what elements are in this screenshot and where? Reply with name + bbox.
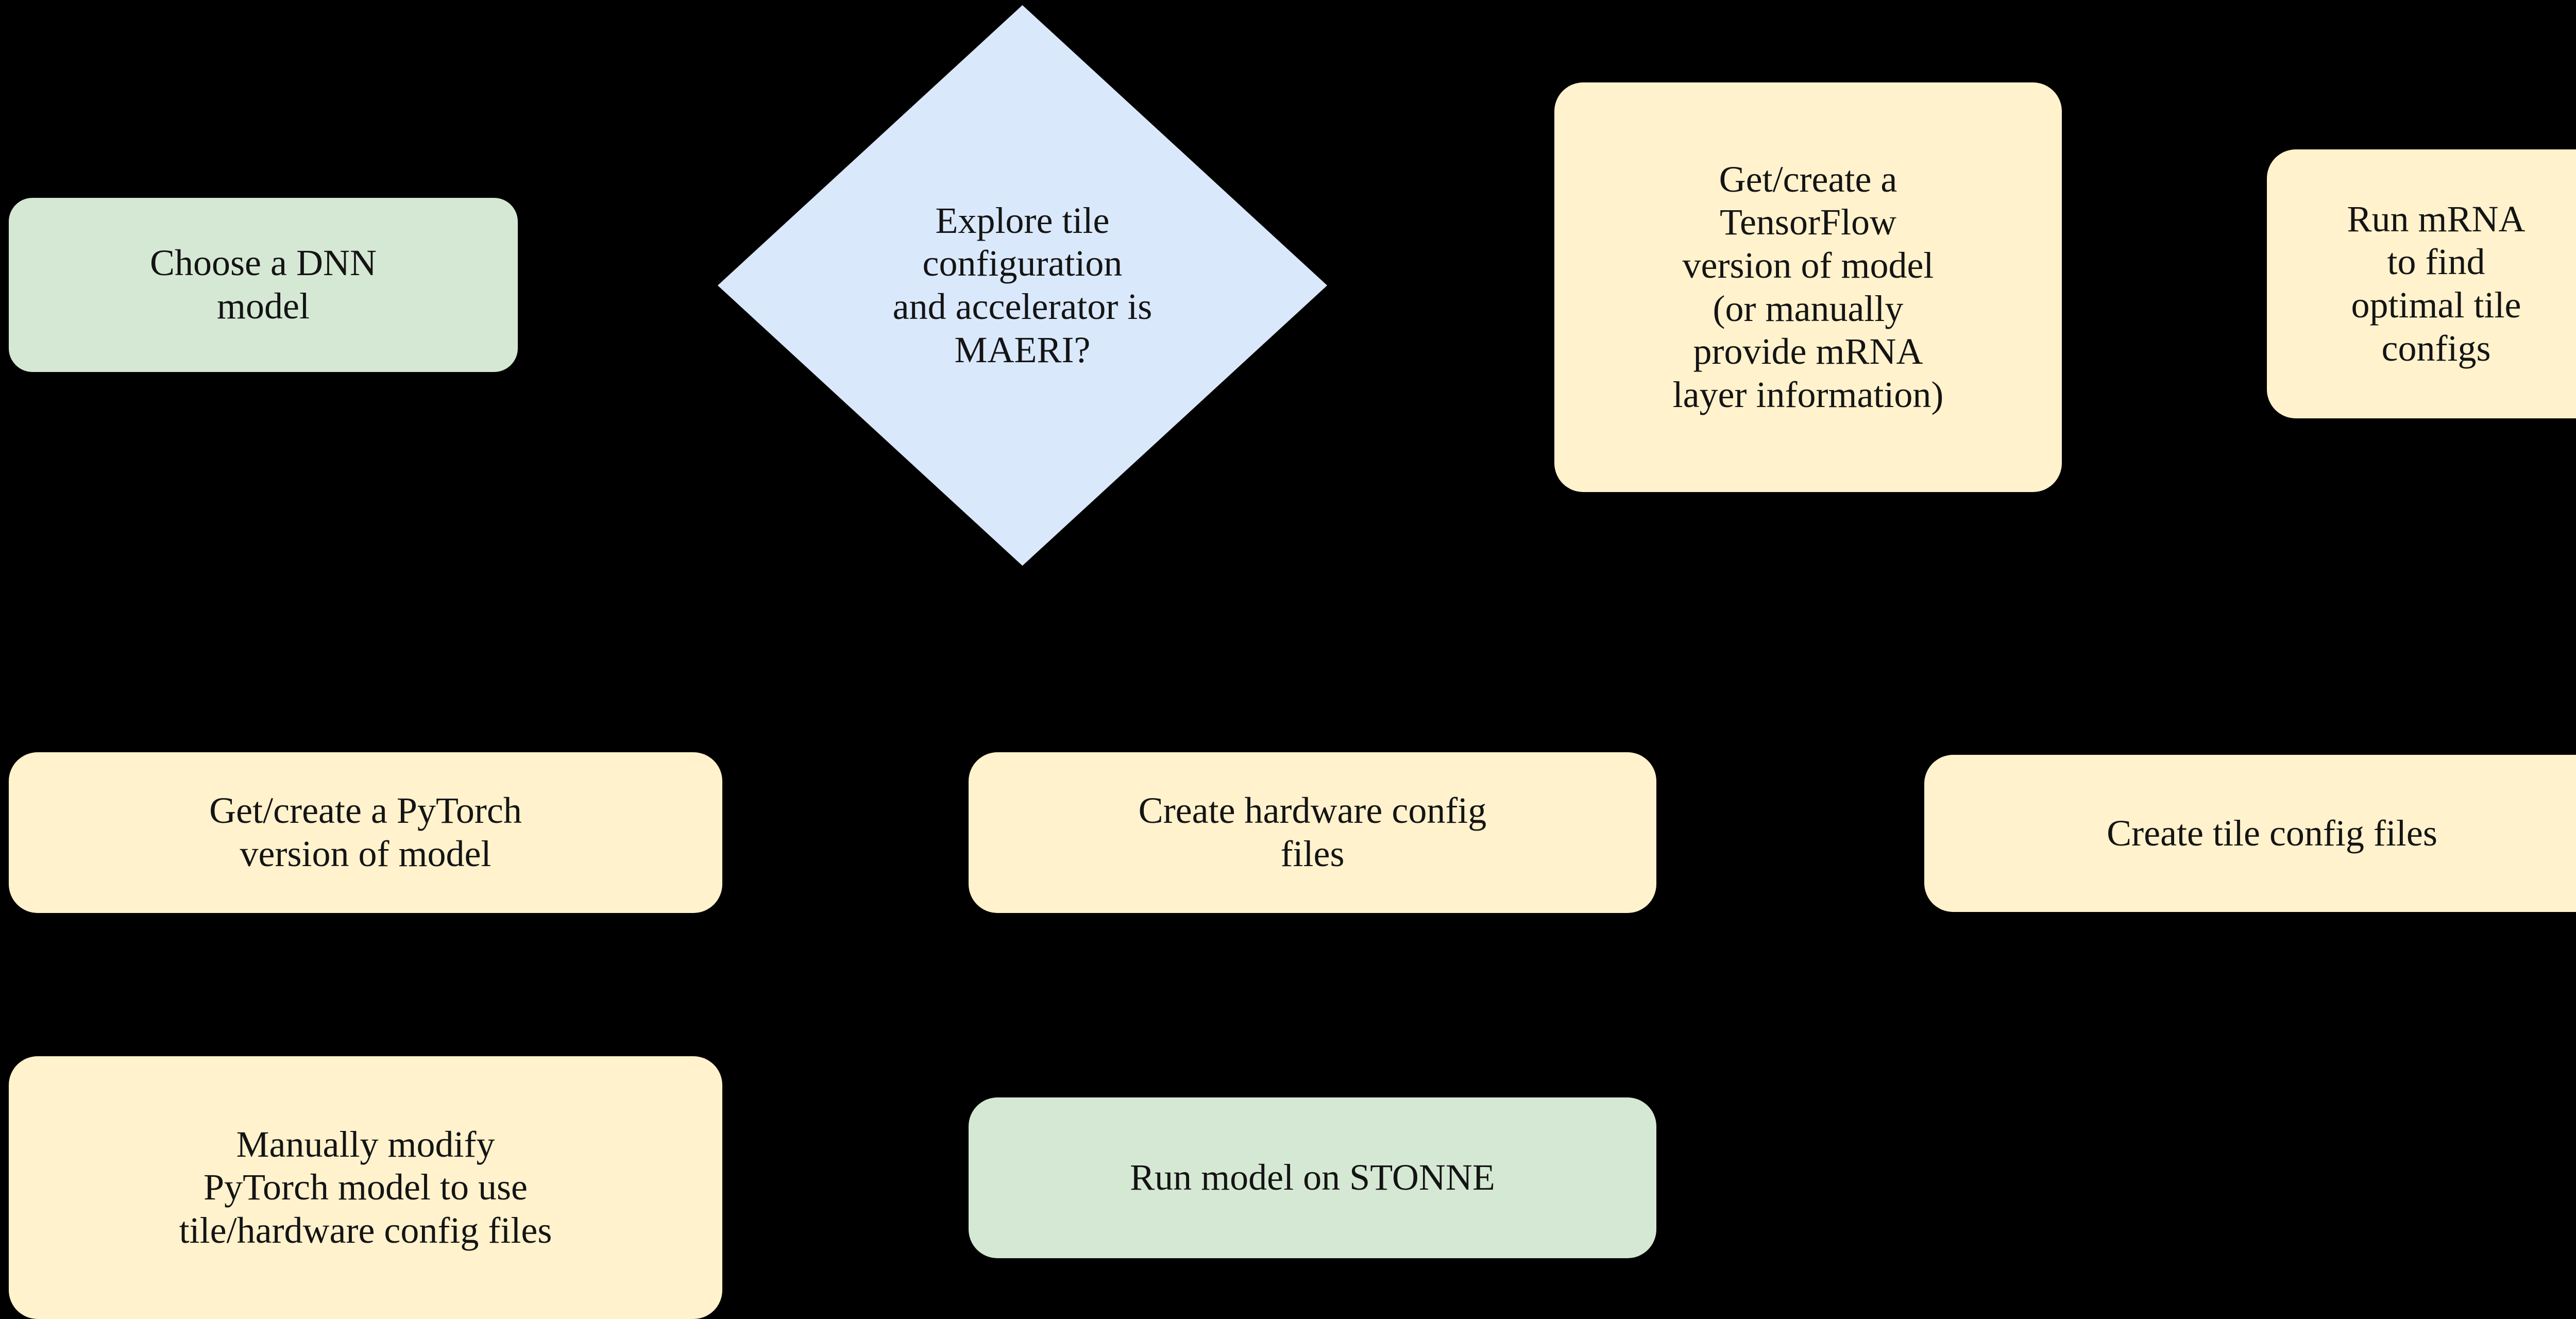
node-label: Run model on STONNE [1130, 1157, 1495, 1198]
node-label: Get/create a PyTorch version of model [209, 790, 522, 874]
node-create-hardware-config-files[interactable]: Create hardware config files [969, 752, 1656, 913]
node-label: Explore tile configuration and accelerat… [892, 199, 1153, 370]
node-label: Run mRNA to find optimal tile configs [2347, 198, 2526, 369]
node-label: Choose a DNN model [150, 242, 377, 327]
node-create-tile-config-files[interactable]: Create tile config files [1924, 755, 2576, 912]
node-manually-modify-pytorch-model[interactable]: Manually modify PyTorch model to use til… [9, 1056, 722, 1319]
node-run-model-on-stonne[interactable]: Run model on STONNE [969, 1097, 1656, 1258]
node-explore-tile-configuration-decision[interactable]: Explore tile configuration and accelerat… [718, 5, 1327, 566]
node-get-create-pytorch-model[interactable]: Get/create a PyTorch version of model [9, 752, 722, 913]
node-get-create-tensorflow-model[interactable]: Get/create a TensorFlow version of model… [1554, 82, 2062, 492]
node-label: Get/create a TensorFlow version of model… [1672, 158, 1944, 415]
node-run-mrna-find-optimal-tile-configs[interactable]: Run mRNA to find optimal tile configs [2267, 149, 2576, 418]
node-label: Create hardware config files [1138, 790, 1487, 874]
node-label: Manually modify PyTorch model to use til… [179, 1123, 552, 1251]
node-label: Create tile config files [2107, 812, 2437, 854]
node-choose-dnn-model[interactable]: Choose a DNN model [9, 198, 518, 372]
